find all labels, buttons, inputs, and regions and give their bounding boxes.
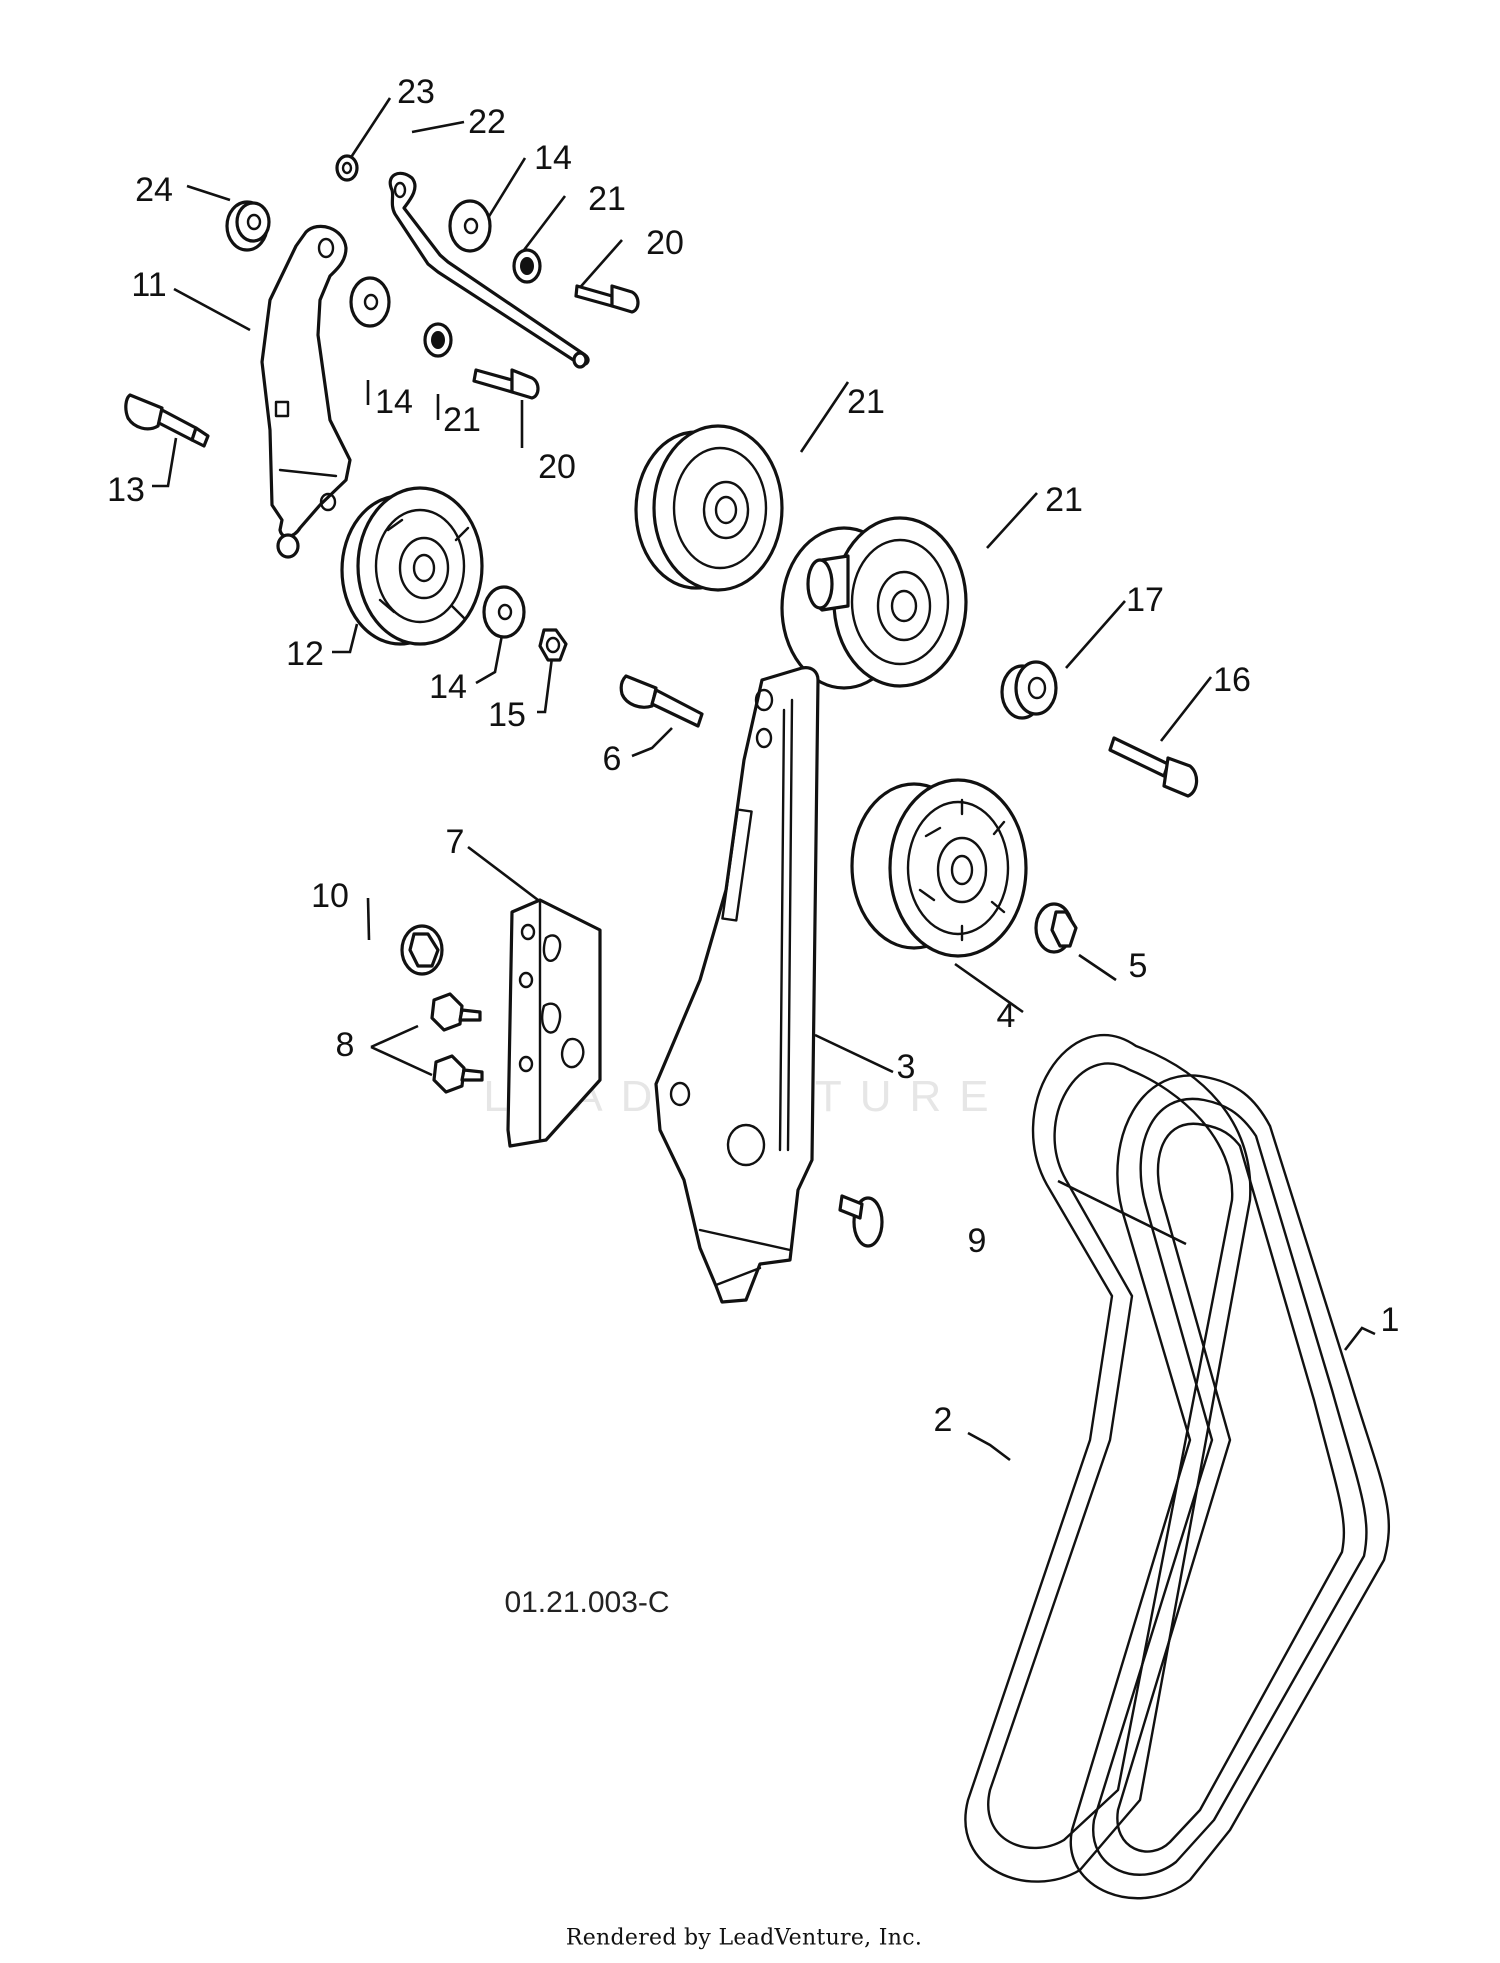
part-4-idler-pulley xyxy=(850,778,1028,958)
callout-12: 12 xyxy=(286,635,324,673)
callout-22: 22 xyxy=(468,103,506,141)
render-credit: Rendered by LeadVenture, Inc. xyxy=(565,1925,923,1951)
part-14-washer-low xyxy=(482,585,526,639)
part-14-washer-mid xyxy=(349,276,391,328)
part-12-idler-pulley xyxy=(340,486,484,646)
part-3-mount-bracket xyxy=(654,666,820,1304)
part-2-belt xyxy=(964,1033,1252,1883)
callout-17: 17 xyxy=(1126,581,1164,619)
part-13-bolt xyxy=(124,393,210,448)
part-23-nut xyxy=(335,154,359,182)
part-21-nut-top xyxy=(512,248,542,284)
callout-10: 10 xyxy=(311,877,349,915)
part-5-flange-nut xyxy=(1034,902,1078,954)
callout-20-mid: 20 xyxy=(538,448,576,486)
part-21-nut-mid xyxy=(423,322,453,358)
part-24-flange-nut xyxy=(225,200,271,252)
part-19-pulley xyxy=(634,424,784,592)
part-18-pulley-hub xyxy=(780,516,968,690)
part-6-bolt xyxy=(619,674,704,728)
callout-3: 3 xyxy=(896,1048,916,1086)
callout-5: 5 xyxy=(1128,947,1148,985)
callout-18: 21 xyxy=(1045,481,1083,519)
part-8-bolt-lower xyxy=(432,1054,484,1094)
part-20-bolt-top xyxy=(574,284,640,314)
callout-1: 1 xyxy=(1380,1301,1400,1339)
figure-code: 01.21.003-C xyxy=(504,1586,670,1619)
part-20-bolt-mid xyxy=(472,368,540,400)
part-11-bracket-arm xyxy=(260,224,352,559)
part-7-block-plate xyxy=(506,898,602,1148)
callout-24: 24 xyxy=(135,171,173,209)
callout-19: 21 xyxy=(847,383,885,421)
callout-14-top: 14 xyxy=(534,139,572,177)
callout-15: 15 xyxy=(488,696,526,734)
callout-14-mid: 14 xyxy=(375,383,413,421)
part-17-spacer xyxy=(1000,660,1058,720)
callout-7: 7 xyxy=(445,823,465,861)
callout-13: 13 xyxy=(107,471,145,509)
part-1-belt xyxy=(1069,1074,1390,1900)
part-22-rod xyxy=(388,171,590,369)
callout-11: 11 xyxy=(131,266,167,304)
callout-4: 4 xyxy=(996,997,1016,1035)
part-10-flange-nut xyxy=(400,924,444,976)
part-14-washer-top xyxy=(448,199,492,253)
callout-23: 23 xyxy=(397,73,435,111)
callout-14-low: 14 xyxy=(429,668,467,706)
callout-6: 6 xyxy=(602,740,622,778)
part-15-nut xyxy=(538,628,568,662)
callout-21-top: 21 xyxy=(588,180,626,218)
part-16-bolt xyxy=(1108,736,1199,798)
callout-16: 16 xyxy=(1213,661,1251,699)
callout-8: 8 xyxy=(335,1026,355,1064)
leader-lines xyxy=(152,97,1376,1462)
callout-9: 9 xyxy=(967,1222,987,1260)
callout-20-top: 20 xyxy=(646,224,684,262)
callout-2: 2 xyxy=(933,1401,953,1439)
part-8-bolt-upper xyxy=(430,992,482,1032)
part-9-stud xyxy=(838,1194,884,1248)
callout-21-mid: 21 xyxy=(443,401,481,439)
